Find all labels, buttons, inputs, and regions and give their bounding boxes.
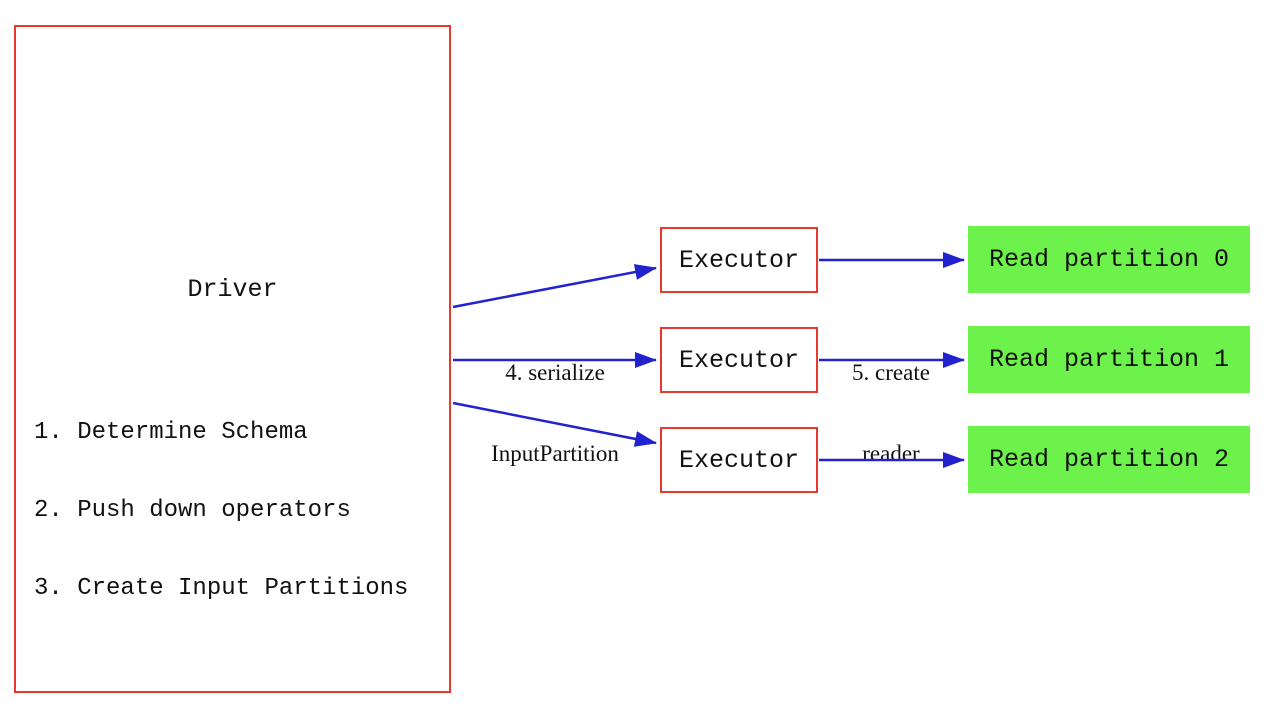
label-serialize-line2: InputPartition bbox=[491, 441, 619, 466]
executor-box-1: Executor bbox=[660, 327, 818, 393]
label-serialize-inputpartition: 4. serialize InputPartition bbox=[455, 305, 655, 521]
read-partition-1-box: Read partition 1 bbox=[968, 326, 1250, 393]
driver-step-2: 2. Push down operators bbox=[34, 497, 351, 524]
read-partition-0-box: Read partition 0 bbox=[968, 226, 1250, 293]
label-create-reader-line2: reader bbox=[862, 441, 920, 466]
label-serialize-line1: 4. serialize bbox=[505, 360, 605, 385]
driver-step-3: 3. Create Input Partitions bbox=[34, 575, 409, 602]
arrow-driver-to-executor-0 bbox=[452, 264, 657, 309]
driver-box: Driver 1. Determine Schema 2. Push down … bbox=[14, 25, 451, 693]
driver-steps-list: 1. Determine Schema 2. Push down operato… bbox=[34, 368, 408, 654]
label-create-reader-line1: 5. create bbox=[852, 360, 930, 385]
executor-box-0: Executor bbox=[660, 227, 818, 293]
read-partition-2-box: Read partition 2 bbox=[968, 426, 1250, 493]
driver-step-1: 1. Determine Schema bbox=[34, 419, 308, 446]
executor-box-2: Executor bbox=[660, 427, 818, 493]
label-create-reader: 5. create reader bbox=[830, 305, 952, 521]
driver-title: Driver bbox=[187, 275, 278, 304]
